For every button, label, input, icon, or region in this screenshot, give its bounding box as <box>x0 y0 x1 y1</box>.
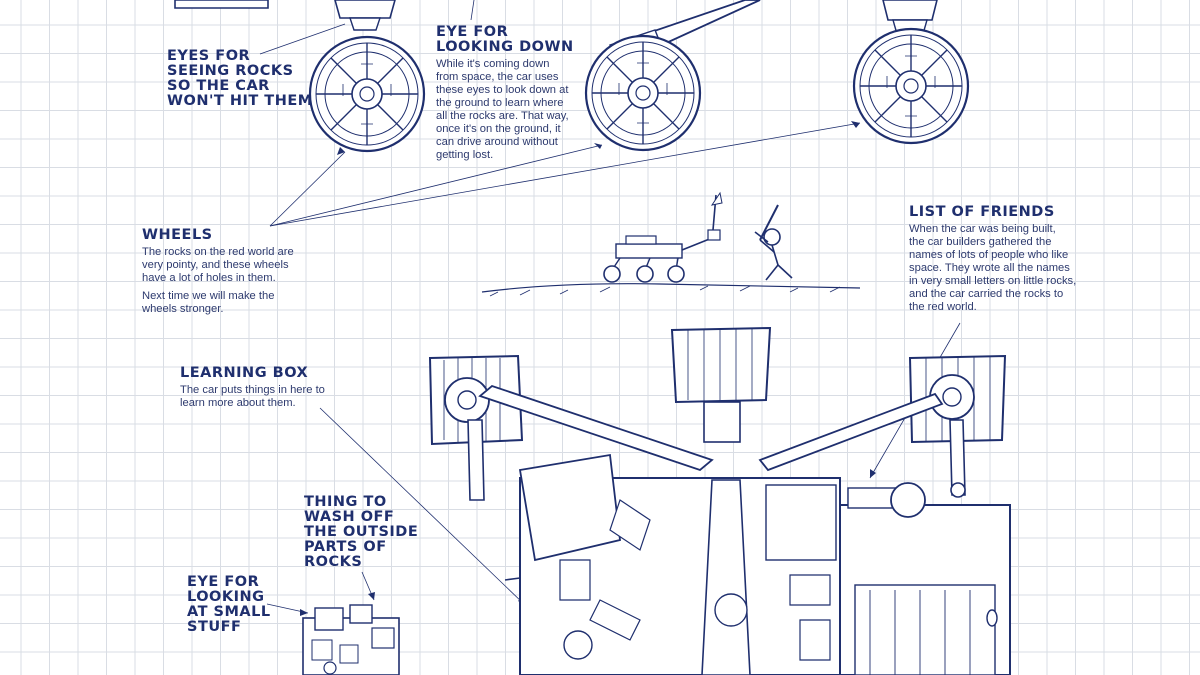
pointer-lines <box>259 0 961 614</box>
eye-for-looking-down-title: EYE FOR LOOKING DOWN <box>436 24 574 55</box>
top-wheel-left <box>174 0 426 153</box>
list-of-friends-title: LIST OF FRIENDS <box>909 204 1055 220</box>
wheels-title: WHEELS <box>142 227 213 243</box>
eye-for-looking-down-text: While it's coming down from space, the c… <box>436 58 569 161</box>
eyes-for-seeing-rocks-title: EYES FOR SEEING ROCKS SO THE CAR WON'T H… <box>167 48 313 109</box>
eye-for-small-stuff-title: EYE FOR LOOKING AT SMALL STUFF <box>187 574 271 635</box>
small-rover-scene <box>481 191 861 297</box>
list-of-friends-text: When the car was being built, the car bu… <box>909 223 1077 313</box>
wash-rocks-tool-title: THING TO WASH OFF THE OUTSIDE PARTS OF R… <box>304 494 419 570</box>
small-instrument-cluster <box>302 604 400 675</box>
large-rover-top-view <box>428 326 1011 675</box>
learning-box-text: The car puts things in here to learn mor… <box>180 384 325 409</box>
learning-box-title: LEARNING BOX <box>180 365 309 381</box>
top-wheel-middle <box>584 0 761 152</box>
wheels-text: The rocks on the red world are very poin… <box>142 246 294 284</box>
top-wheel-right <box>852 0 970 145</box>
wheels-text-2: Next time we will make the wheels strong… <box>142 290 275 315</box>
